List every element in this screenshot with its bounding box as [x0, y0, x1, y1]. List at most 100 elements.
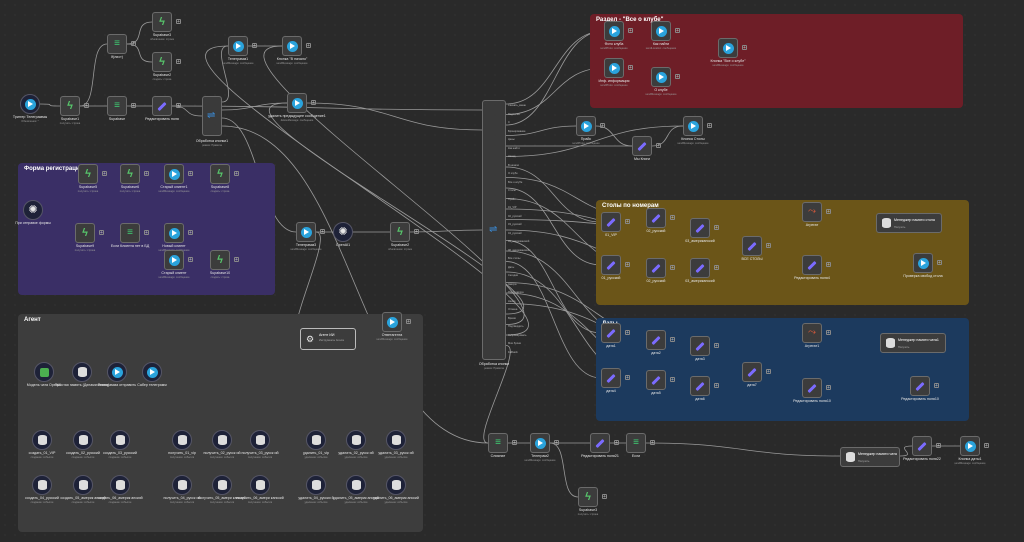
node-club[interactable]: [604, 21, 624, 41]
node-if-new[interactable]: ≡: [120, 223, 140, 243]
add-node-button[interactable]: +: [176, 19, 181, 25]
add-node-button[interactable]: +: [306, 43, 311, 49]
add-node-button[interactable]: +: [414, 229, 419, 235]
node-supa8[interactable]: ϟ: [210, 164, 230, 184]
tool-node[interactable]: [306, 475, 326, 495]
add-node-button[interactable]: +: [131, 103, 136, 109]
tool-node[interactable]: [172, 475, 192, 495]
add-node-button[interactable]: +: [554, 440, 559, 446]
node-s3[interactable]: [690, 218, 710, 238]
node-tg-top[interactable]: [228, 36, 248, 56]
memory-manager-date[interactable]: Менеджер памяти чата1 Получить: [880, 333, 946, 353]
add-node-button[interactable]: +: [670, 215, 675, 221]
node-stoly-btn[interactable]: [683, 116, 703, 136]
node-s6[interactable]: [646, 258, 666, 278]
tool-node[interactable]: [386, 475, 406, 495]
add-node-button[interactable]: +: [826, 262, 831, 268]
add-node-button[interactable]: +: [625, 219, 630, 225]
node-tg2[interactable]: [530, 433, 550, 453]
node-delete-msg[interactable]: [287, 93, 307, 113]
node-supa1[interactable]: ϟ: [60, 96, 80, 116]
add-node-button[interactable]: +: [628, 28, 633, 34]
node-start-btn[interactable]: [282, 36, 302, 56]
node-merge[interactable]: ≡: [488, 433, 508, 453]
tool-node[interactable]: [346, 475, 366, 495]
add-node-button[interactable]: +: [188, 257, 193, 263]
add-node-button[interactable]: +: [714, 225, 719, 231]
tool-node[interactable]: [212, 430, 232, 450]
add-node-button[interactable]: +: [144, 230, 149, 236]
node-edit21[interactable]: [590, 433, 610, 453]
node-supa2[interactable]: ϟ: [152, 52, 172, 72]
add-node-button[interactable]: +: [675, 74, 680, 80]
node-my-knig[interactable]: [632, 136, 652, 156]
node-supa4[interactable]: ≡: [107, 96, 127, 116]
node-tg-agent[interactable]: [107, 362, 127, 382]
add-node-button[interactable]: +: [707, 123, 712, 129]
add-node-button[interactable]: +: [675, 28, 680, 34]
node-s7[interactable]: [690, 258, 710, 278]
tool-node[interactable]: [386, 430, 406, 450]
add-node-button[interactable]: +: [512, 440, 517, 446]
add-node-button[interactable]: +: [625, 262, 630, 268]
tool-node[interactable]: [32, 475, 52, 495]
add-node-button[interactable]: +: [650, 440, 655, 446]
node-info[interactable]: [604, 58, 624, 78]
add-node-button[interactable]: +: [84, 103, 89, 109]
node-form-trig[interactable]: ✺: [23, 200, 43, 220]
node-supa6[interactable]: ϟ: [120, 164, 140, 184]
node-prais[interactable]: [576, 116, 596, 136]
memory-manager-last[interactable]: Менеджер памяти чата Получить: [840, 447, 900, 467]
add-node-button[interactable]: +: [188, 230, 193, 236]
node-tg3[interactable]: [296, 222, 316, 242]
add-node-button[interactable]: +: [625, 330, 630, 336]
add-node-button[interactable]: +: [234, 171, 239, 177]
node-d2[interactable]: [646, 330, 666, 350]
add-node-button[interactable]: +: [656, 143, 661, 149]
add-node-button[interactable]: +: [176, 103, 181, 109]
add-node-button[interactable]: +: [936, 443, 941, 449]
add-node-button[interactable]: +: [742, 45, 747, 51]
node-agr2[interactable]: ⤳: [802, 323, 822, 343]
node-old-client1[interactable]: [164, 164, 184, 184]
ai-agent-node[interactable]: ⚙ Агент ИИ Инструменты Агента: [300, 328, 356, 350]
node-s4[interactable]: [742, 236, 762, 256]
add-node-button[interactable]: +: [628, 65, 633, 71]
add-node-button[interactable]: +: [102, 171, 107, 177]
node-new-client[interactable]: [164, 223, 184, 243]
node-supa-mid[interactable]: ϟ: [390, 222, 410, 242]
tool-node[interactable]: [110, 430, 130, 450]
node-think[interactable]: [142, 362, 162, 382]
tool-node[interactable]: [250, 430, 270, 450]
add-node-button[interactable]: +: [144, 171, 149, 177]
add-node-button[interactable]: +: [670, 337, 675, 343]
add-node-button[interactable]: +: [826, 209, 831, 215]
node-memory[interactable]: [72, 362, 92, 382]
tool-node[interactable]: [346, 430, 366, 450]
node-model[interactable]: [34, 362, 54, 382]
node-supa3[interactable]: ϟ: [152, 12, 172, 32]
tool-node[interactable]: [250, 475, 270, 495]
add-node-button[interactable]: +: [252, 43, 257, 49]
add-node-button[interactable]: +: [934, 383, 939, 389]
add-node-button[interactable]: +: [826, 385, 831, 391]
tool-node[interactable]: [212, 475, 232, 495]
add-node-button[interactable]: +: [600, 123, 605, 129]
node-edit10[interactable]: [910, 376, 930, 396]
add-node-button[interactable]: +: [234, 257, 239, 263]
node-d3[interactable]: [690, 336, 710, 356]
tool-node[interactable]: [73, 430, 93, 450]
add-node-button[interactable]: +: [625, 375, 630, 381]
add-node-button[interactable]: +: [714, 383, 719, 389]
node-d6[interactable]: [690, 376, 710, 396]
add-node-button[interactable]: +: [188, 171, 193, 177]
node-if1[interactable]: ≡: [107, 34, 127, 54]
tool-node[interactable]: [306, 430, 326, 450]
add-node-button[interactable]: +: [984, 443, 989, 449]
tool-node[interactable]: [172, 430, 192, 450]
switch-button-handler[interactable]: ⇌: [482, 100, 506, 360]
node-s1[interactable]: [601, 212, 621, 232]
node-supa-bottom[interactable]: ϟ: [578, 487, 598, 507]
add-node-button[interactable]: +: [614, 440, 619, 446]
